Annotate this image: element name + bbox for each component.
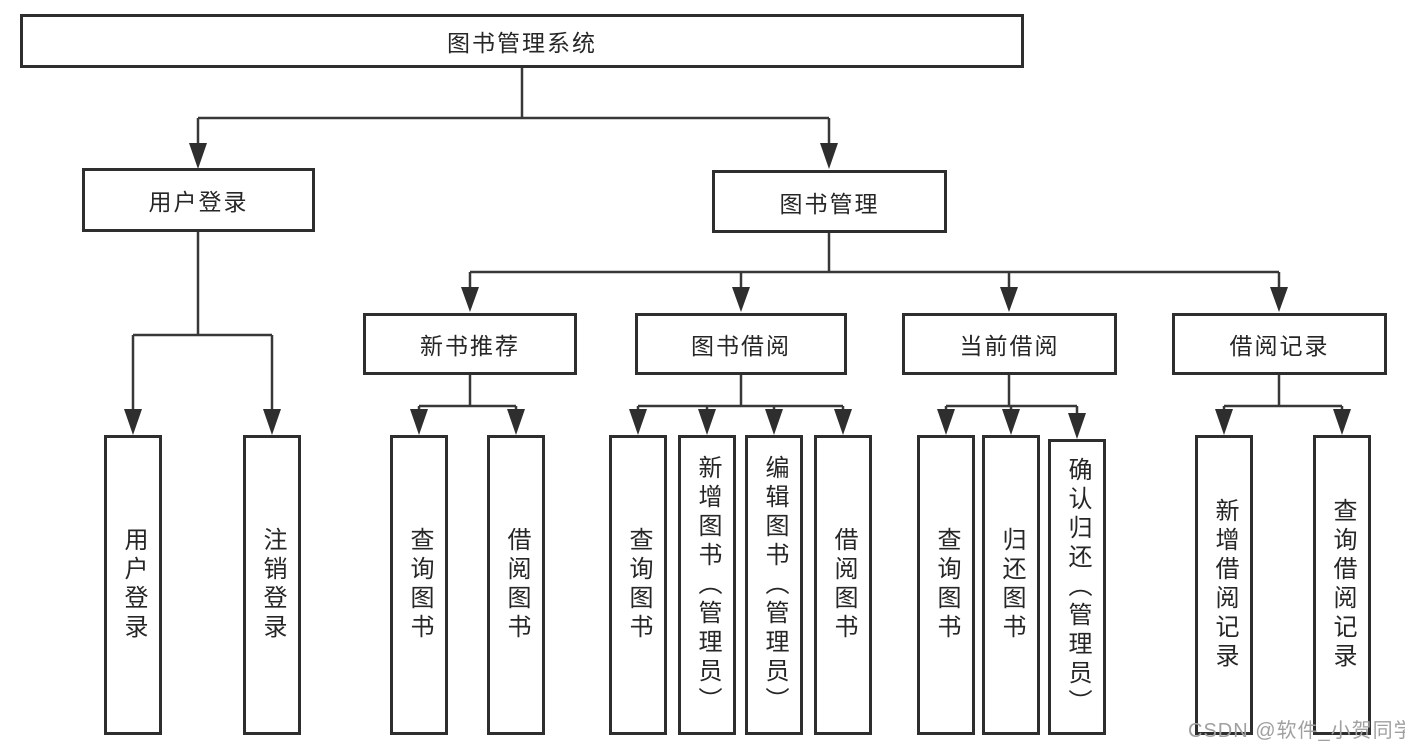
node-borrow-records: 借阅记录 <box>1172 313 1387 375</box>
node-label: 图书借阅 <box>691 333 791 359</box>
leaf-cb-confirm-return-admin: 确认归还（管理员） <box>1048 439 1106 735</box>
leaf-cb-query-books: 查询图书 <box>917 435 975 735</box>
leaf-label: 查询图书 <box>625 527 652 643</box>
leaf-label: 确认归还（管理员） <box>1064 456 1091 718</box>
leaf-label: 借阅图书 <box>830 527 857 643</box>
node-label: 当前借阅 <box>959 333 1060 359</box>
node-label: 借阅记录 <box>1229 333 1330 359</box>
leaf-label: 编辑图书（管理员） <box>761 454 788 716</box>
leaf-label: 归还图书 <box>998 527 1025 643</box>
node-label: 图书管理 <box>779 190 880 217</box>
leaf-label: 查询图书 <box>933 527 960 643</box>
leaf-label: 查询图书 <box>406 527 433 643</box>
leaf-bb-borrow-books: 借阅图书 <box>814 435 872 735</box>
leaf-bb-query-books: 查询图书 <box>609 435 667 735</box>
node-user-login: 用户登录 <box>82 168 315 232</box>
leaf-br-query-record: 查询借阅记录 <box>1313 435 1371 735</box>
leaf-cb-return-books: 归还图书 <box>982 435 1040 735</box>
node-book-borrowing: 图书借阅 <box>635 313 847 375</box>
leaf-label: 注销登录 <box>259 527 286 643</box>
arrowheads <box>124 143 1351 439</box>
leaf-label: 查询借阅记录 <box>1329 498 1356 672</box>
leaf-label: 新增图书（管理员） <box>694 454 721 716</box>
leaf-br-add-record: 新增借阅记录 <box>1195 435 1253 735</box>
leaf-label: 新增借阅记录 <box>1211 498 1238 672</box>
node-library-system: 图书管理系统 <box>20 14 1024 68</box>
node-label: 用户登录 <box>148 189 249 215</box>
leaf-bb-add-books-admin: 新增图书（管理员） <box>678 435 736 735</box>
node-new-book-recommend: 新书推荐 <box>363 313 577 375</box>
leaf-label: 借阅图书 <box>503 527 530 643</box>
watermark-text: CSDN @软件_小贺同学 <box>1188 720 1405 742</box>
leaf-nbr-borrow-books: 借阅图书 <box>487 435 545 735</box>
leaf-bb-edit-books-admin: 编辑图书（管理员） <box>745 435 803 735</box>
node-current-borrowing: 当前借阅 <box>902 313 1117 375</box>
node-label: 图书管理系统 <box>447 30 597 56</box>
leaf-nbr-query-books: 查询图书 <box>390 435 448 735</box>
leaf-label: 用户登录 <box>120 527 147 643</box>
node-label: 新书推荐 <box>420 333 520 359</box>
leaf-logout: 注销登录 <box>243 435 301 735</box>
leaf-user-login: 用户登录 <box>104 435 162 735</box>
node-book-management: 图书管理 <box>712 170 947 233</box>
